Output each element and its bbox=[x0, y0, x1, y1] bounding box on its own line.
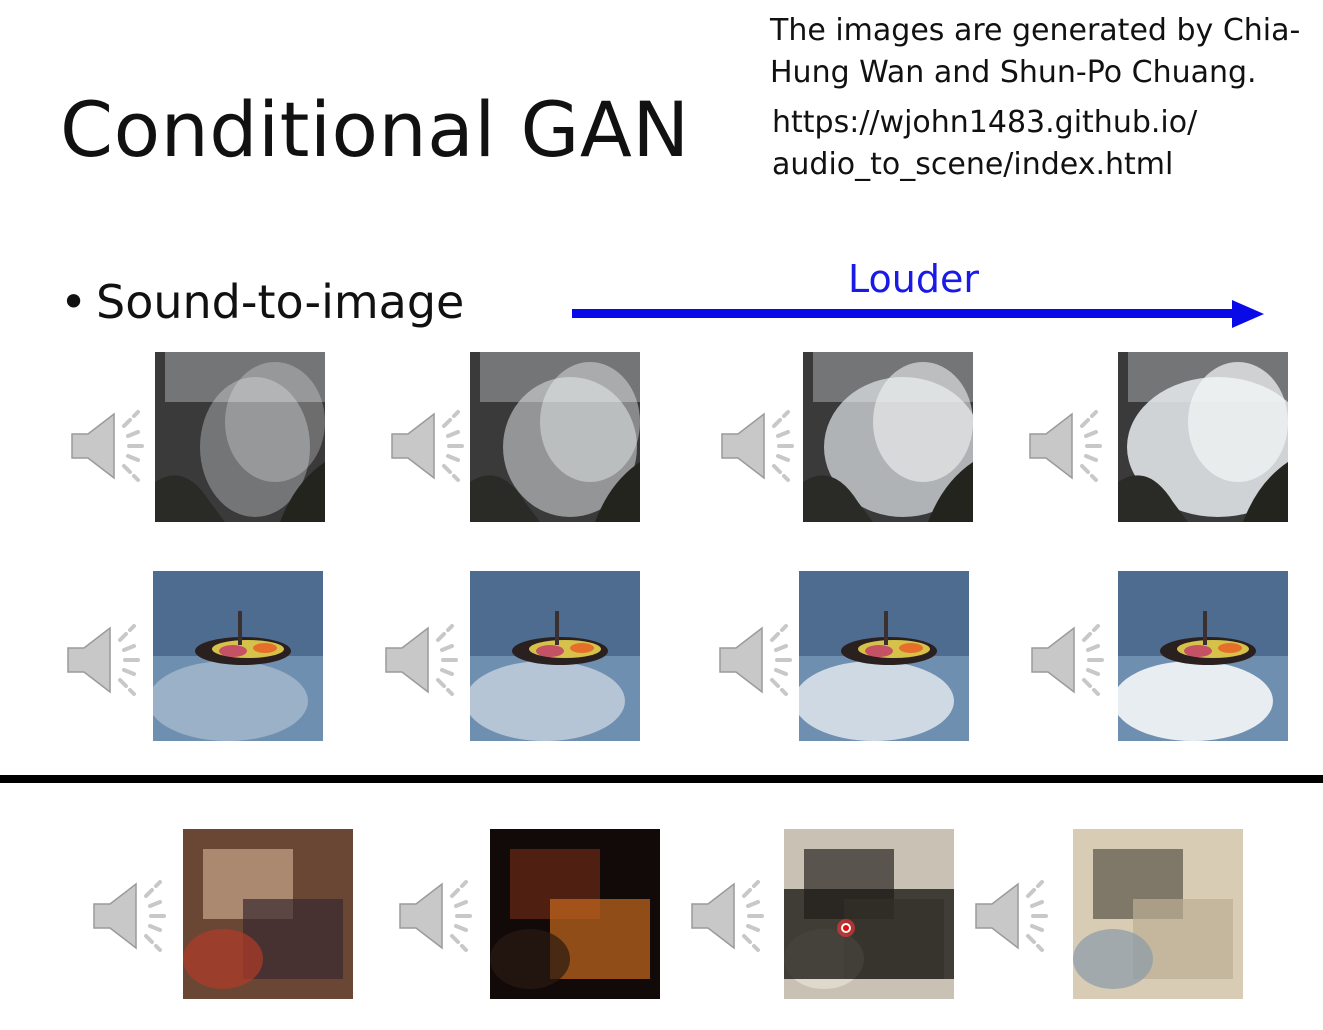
generated-image bbox=[799, 571, 969, 741]
generated-image bbox=[1118, 571, 1288, 741]
speaker-icon[interactable] bbox=[64, 618, 148, 702]
generated-image bbox=[803, 352, 973, 522]
speaker-icon[interactable] bbox=[1026, 404, 1110, 488]
generated-image bbox=[153, 571, 323, 741]
arrow-right-icon bbox=[572, 300, 1264, 328]
generated-image bbox=[490, 829, 660, 999]
speaker-icon[interactable] bbox=[68, 404, 152, 488]
speaker-icon[interactable] bbox=[90, 874, 174, 958]
bullet-text: Sound-to-image bbox=[96, 275, 465, 329]
section-divider bbox=[0, 775, 1323, 783]
generated-image bbox=[1118, 352, 1288, 522]
source-url-link[interactable]: https://wjohn1483.github.io/ audio_to_sc… bbox=[772, 105, 1198, 182]
speaker-icon[interactable] bbox=[688, 874, 772, 958]
generated-image bbox=[1073, 829, 1243, 999]
generated-image bbox=[470, 352, 640, 522]
louder-label: Louder bbox=[848, 257, 979, 301]
speaker-icon[interactable] bbox=[716, 618, 800, 702]
image-credit: The images are generated by Chia-Hung Wa… bbox=[770, 13, 1301, 90]
speaker-icon[interactable] bbox=[396, 874, 480, 958]
speaker-icon[interactable] bbox=[718, 404, 802, 488]
slide-title: Conditional GAN bbox=[60, 85, 690, 174]
generated-image bbox=[183, 829, 353, 999]
speaker-icon[interactable] bbox=[388, 404, 472, 488]
speaker-icon[interactable] bbox=[1028, 618, 1112, 702]
bullet-marker: • bbox=[60, 275, 88, 329]
speaker-icon[interactable] bbox=[972, 874, 1056, 958]
bullet-sound-to-image: •Sound-to-image bbox=[60, 274, 464, 330]
generated-image bbox=[470, 571, 640, 741]
generated-image bbox=[155, 352, 325, 522]
generated-image bbox=[784, 829, 954, 999]
speaker-icon[interactable] bbox=[382, 618, 466, 702]
